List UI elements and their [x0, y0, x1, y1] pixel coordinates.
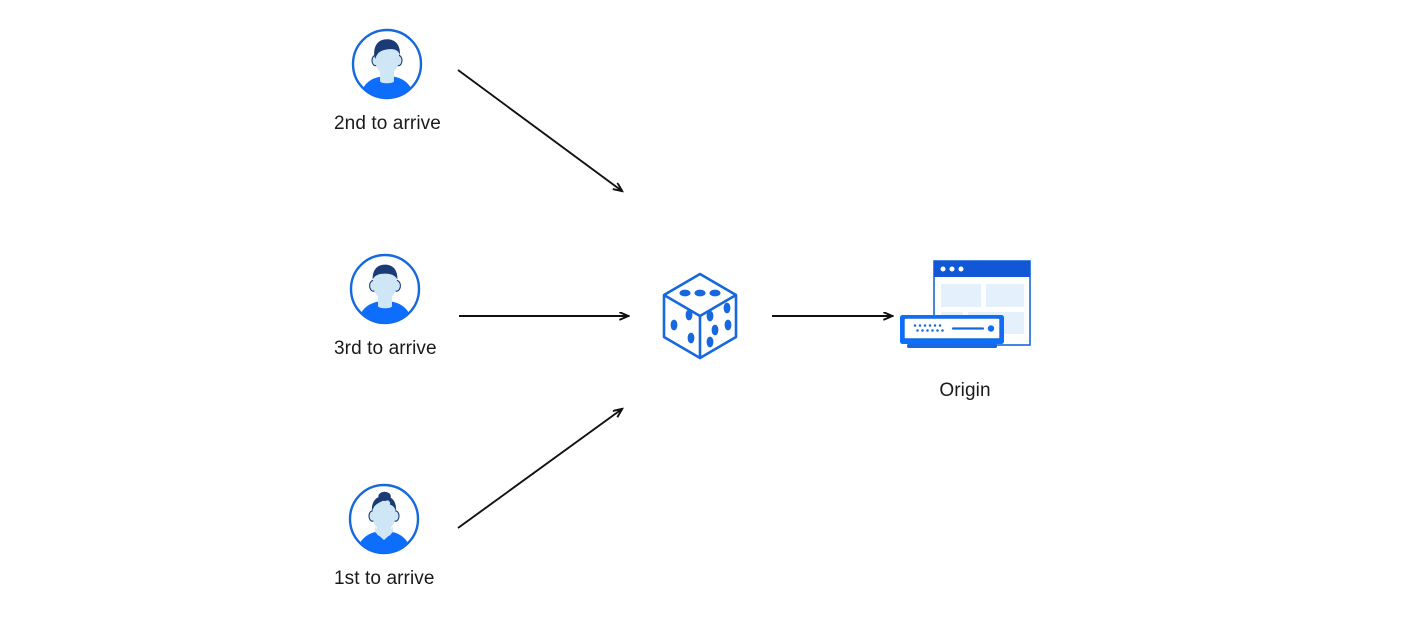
node-origin[interactable]: Origin [895, 256, 1035, 402]
user-avatar-female-icon [347, 482, 421, 556]
user-avatar-icon [350, 27, 424, 101]
origin-server-icon [895, 256, 1035, 366]
node-caption: 3rd to arrive [334, 338, 437, 359]
node-randomizer[interactable] [657, 268, 743, 364]
node-caption: Origin [939, 380, 991, 401]
node-caption: 2nd to arrive [334, 113, 441, 134]
node-user-1st[interactable]: 1st to arrive [334, 482, 435, 590]
node-caption: 1st to arrive [334, 568, 435, 589]
user-avatar-icon [348, 252, 422, 326]
edge-1st-to-dice [457, 409, 622, 529]
node-user-2nd[interactable]: 2nd to arrive [334, 27, 441, 135]
node-user-3rd[interactable]: 3rd to arrive [334, 252, 437, 360]
edge-2nd-to-dice [457, 69, 622, 191]
dice-icon [657, 268, 743, 364]
